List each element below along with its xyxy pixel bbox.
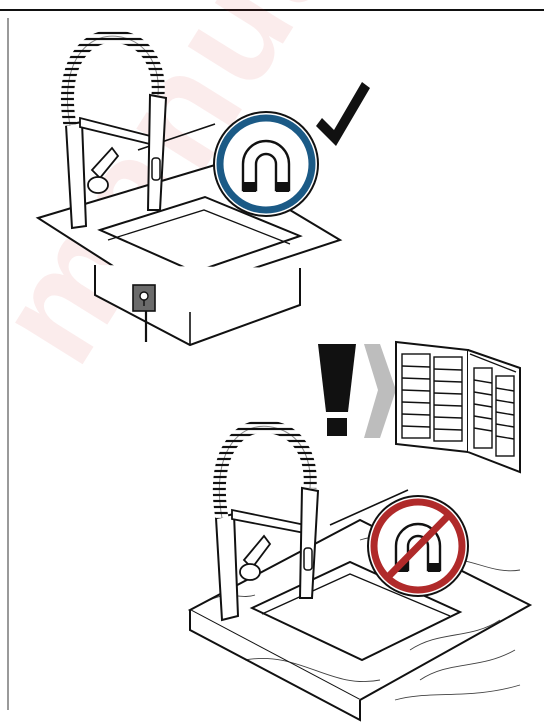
manual-booklet-icon (396, 342, 520, 472)
warning-exclamation-icon (318, 344, 356, 436)
warning-row (318, 342, 520, 472)
no-magnet-icon (368, 496, 468, 596)
top-sink-scene (38, 36, 370, 345)
under-sink-box (95, 265, 300, 345)
faucet-handle (92, 148, 118, 178)
bottom-sink-scene (190, 426, 530, 720)
horseshoe-magnet-icon (214, 112, 318, 216)
faucet-handle (244, 536, 270, 568)
checkmark-icon (316, 82, 370, 146)
arrow-chevron (364, 344, 396, 438)
